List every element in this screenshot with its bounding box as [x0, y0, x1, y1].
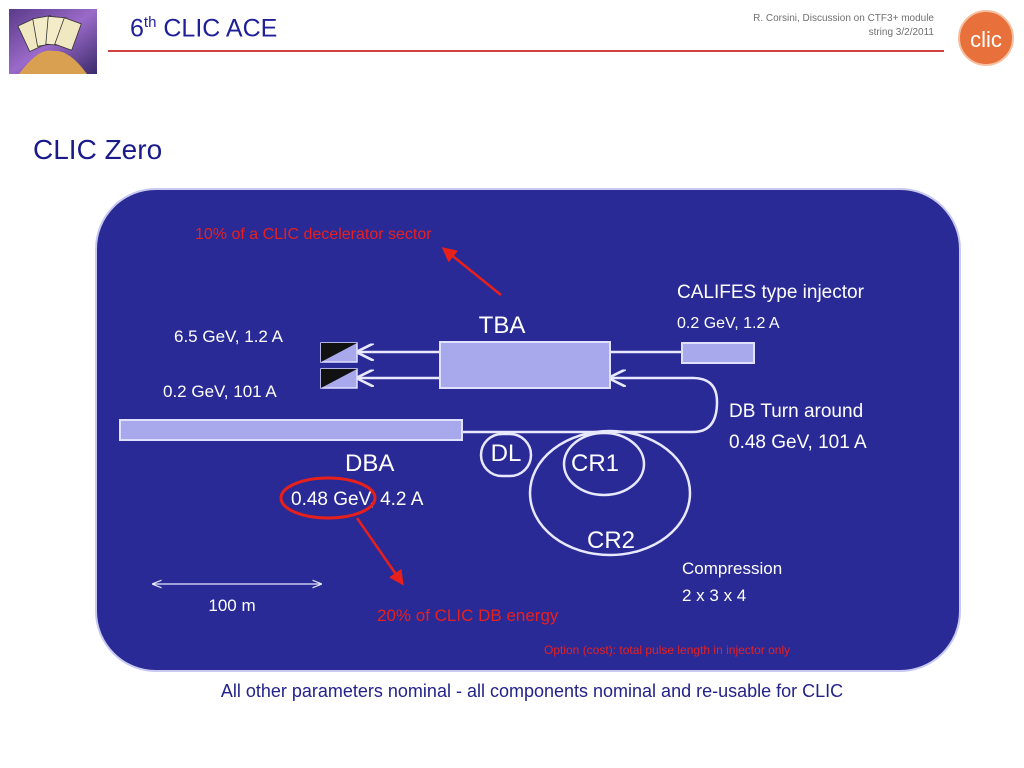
- dba-params-highlight: [279, 476, 377, 520]
- scale-label: 100 m: [208, 596, 255, 615]
- cr2-ring: [528, 429, 692, 557]
- beam-dump-lower: [320, 368, 358, 389]
- option-note: Option (cost): total pulse length in inj…: [544, 643, 790, 657]
- califes-injector-block: [681, 342, 755, 364]
- dl-ring: [479, 432, 533, 478]
- injector-params: 0.2 GeV, 1.2 A: [677, 315, 780, 332]
- playing-cards-logo: [9, 9, 97, 74]
- slide-footer: All other parameters nominal - all compo…: [220, 681, 844, 701]
- compression-factor: 2 x 3 x 4: [682, 586, 746, 605]
- diagram-panel: [95, 188, 961, 672]
- annotation-decelerator: 10% of a CLIC decelerator sector: [195, 226, 432, 243]
- clic-zero-diagram: 10% of a CLIC decelerator sector TBA CAL…: [95, 188, 961, 672]
- dl-label: DL: [491, 440, 522, 467]
- header-title: 6th CLIC ACE: [130, 14, 277, 43]
- turnaround-title: DB Turn around: [729, 401, 863, 422]
- beam-low-label: 0.2 GeV, 101 A: [163, 382, 277, 401]
- annotation-energy-arrow: [355, 517, 404, 586]
- cr1-label: CR1: [571, 450, 619, 477]
- dba-block: [119, 419, 463, 441]
- clic-logo-text: clic: [970, 27, 1002, 52]
- header-credit-line2: string 3/2/2011: [868, 27, 934, 38]
- header-credit: R. Corsini, Discussion on CTF3+ module s…: [694, 12, 934, 40]
- annotation-energy: 20% of CLIC DB energy: [377, 606, 559, 625]
- injector-title: CALIFES type injector: [677, 282, 865, 303]
- header-divider: [108, 50, 944, 52]
- header-credit-line1: R. Corsini, Discussion on CTF3+ module: [753, 13, 934, 24]
- cr1-ring: [562, 431, 646, 497]
- compression-title: Compression: [682, 559, 782, 578]
- tba-block: [439, 341, 611, 389]
- beam-high-label: 6.5 GeV, 1.2 A: [174, 327, 284, 346]
- header-title-ordinal-suffix: th: [143, 14, 157, 31]
- header-title-text: CLIC ACE: [163, 14, 278, 43]
- tba-label: TBA: [479, 312, 526, 339]
- turnaround-params: 0.48 GeV, 101 A: [729, 432, 867, 453]
- annotation-decelerator-arrow: [441, 247, 502, 296]
- slide-title: CLIC Zero: [33, 134, 163, 165]
- dba-params: 0.48 GeV, 4.2 A: [291, 489, 424, 510]
- beam-dump-upper: [320, 342, 358, 363]
- dba-label: DBA: [345, 450, 394, 477]
- clic-logo: clic: [958, 10, 1014, 66]
- header-title-ordinal: 6: [130, 14, 144, 43]
- turnaround-loop: [462, 378, 719, 434]
- cr2-label: CR2: [587, 527, 635, 554]
